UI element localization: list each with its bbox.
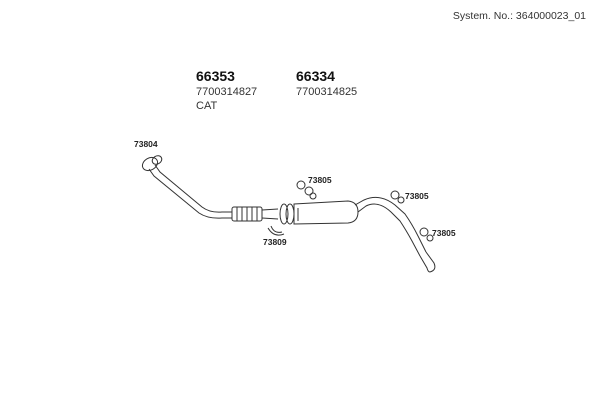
part-note: CAT bbox=[196, 100, 218, 112]
callout-hanger-a: 73805 bbox=[308, 175, 332, 185]
part-rear-silencer[interactable]: 66334 7700314825 bbox=[296, 68, 357, 99]
hanger-rubber-top[interactable] bbox=[296, 180, 317, 200]
rear-silencer[interactable] bbox=[293, 196, 436, 273]
callout-hanger-b: 73805 bbox=[405, 191, 429, 201]
callout-hanger-c: 73805 bbox=[432, 228, 456, 238]
callout-clamp: 73809 bbox=[263, 237, 287, 247]
clamp-flange[interactable] bbox=[267, 203, 295, 236]
part-catalyst[interactable]: 66353 7700314827 CAT bbox=[196, 68, 257, 113]
callout-front-ring: 73804 bbox=[134, 139, 158, 149]
hanger-rubber-mid[interactable] bbox=[390, 190, 405, 204]
oe-number: 7700314825 bbox=[296, 86, 358, 98]
system-number: System. No.: 364000023_01 bbox=[452, 10, 586, 22]
hanger-rubber-rear[interactable] bbox=[419, 227, 434, 242]
part-number: 66334 bbox=[296, 68, 335, 84]
oe-number: 7700314827 bbox=[196, 86, 258, 98]
part-number: 66353 bbox=[196, 68, 235, 84]
front-pipe[interactable] bbox=[140, 154, 279, 222]
